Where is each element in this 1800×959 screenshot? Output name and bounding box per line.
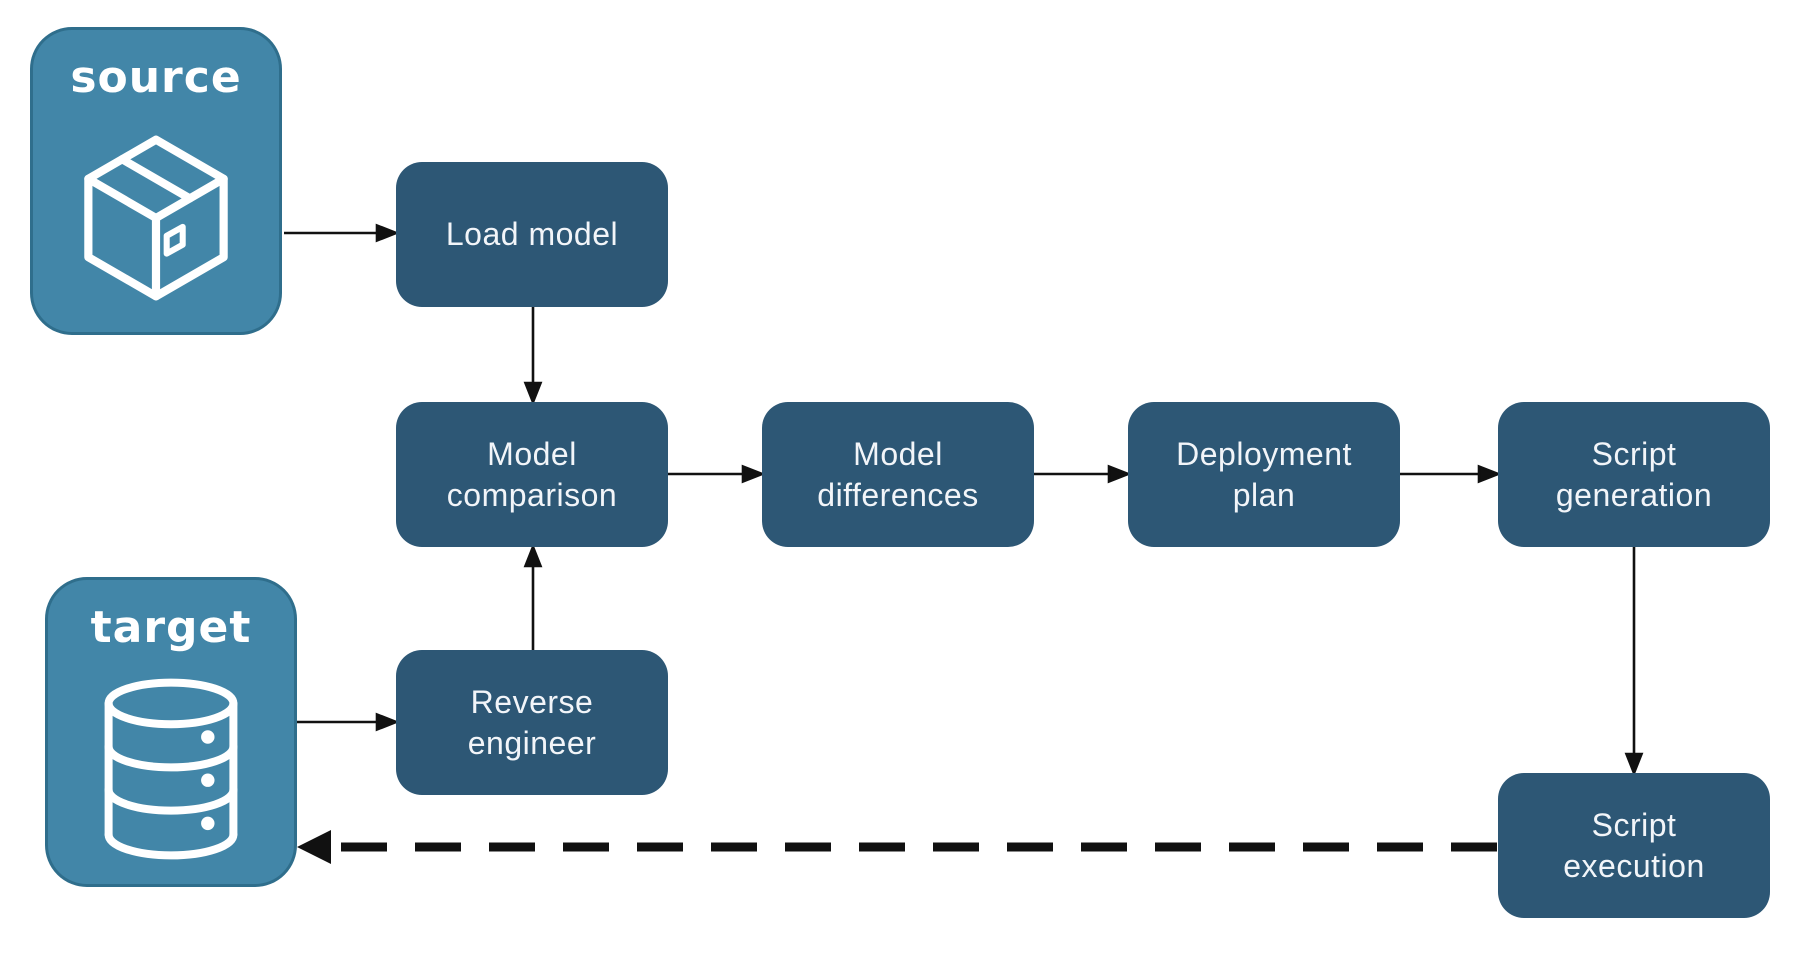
node-deployment-plan-label: Deployment plan bbox=[1176, 435, 1352, 513]
arrow-script-execution-to-target bbox=[297, 830, 1497, 864]
arrow-deployment-plan-to-script-generation bbox=[1400, 464, 1502, 484]
node-model-comparison: Model comparison bbox=[396, 402, 668, 547]
arrow-target-to-reverse-engineer bbox=[297, 712, 400, 732]
node-script-execution: Script execution bbox=[1498, 773, 1770, 918]
node-load-model-label: Load model bbox=[445, 216, 619, 252]
node-reverse-engineer: Reverse engineer bbox=[396, 650, 668, 795]
target-label: target bbox=[90, 602, 252, 653]
arrow-model-differences-to-deployment-plan bbox=[1034, 464, 1132, 484]
source-label: source bbox=[70, 52, 242, 103]
database-icon bbox=[48, 653, 294, 884]
node-script-execution-label: Script execution bbox=[1563, 806, 1705, 884]
arrow-reverse-engineer-to-model-comparison bbox=[523, 543, 543, 650]
node-load-model: Load model bbox=[396, 162, 668, 307]
arrow-source-to-load-model bbox=[284, 223, 400, 243]
package-icon bbox=[33, 103, 279, 332]
arrow-model-comparison-to-model-differences bbox=[668, 464, 766, 484]
node-deployment-plan: Deployment plan bbox=[1128, 402, 1400, 547]
arrow-load-model-to-model-comparison bbox=[523, 307, 543, 406]
endpoint-source: source bbox=[30, 27, 282, 335]
endpoint-target: target bbox=[45, 577, 297, 887]
node-model-differences: Model differences bbox=[762, 402, 1034, 547]
node-model-differences-label: Model differences bbox=[817, 435, 979, 513]
arrow-script-generation-to-script-execution bbox=[1624, 547, 1644, 777]
node-script-generation: Script generation bbox=[1498, 402, 1770, 547]
node-reverse-engineer-label: Reverse engineer bbox=[467, 683, 597, 761]
node-model-comparison-label: Model comparison bbox=[446, 435, 618, 513]
node-script-generation-label: Script generation bbox=[1555, 435, 1713, 513]
